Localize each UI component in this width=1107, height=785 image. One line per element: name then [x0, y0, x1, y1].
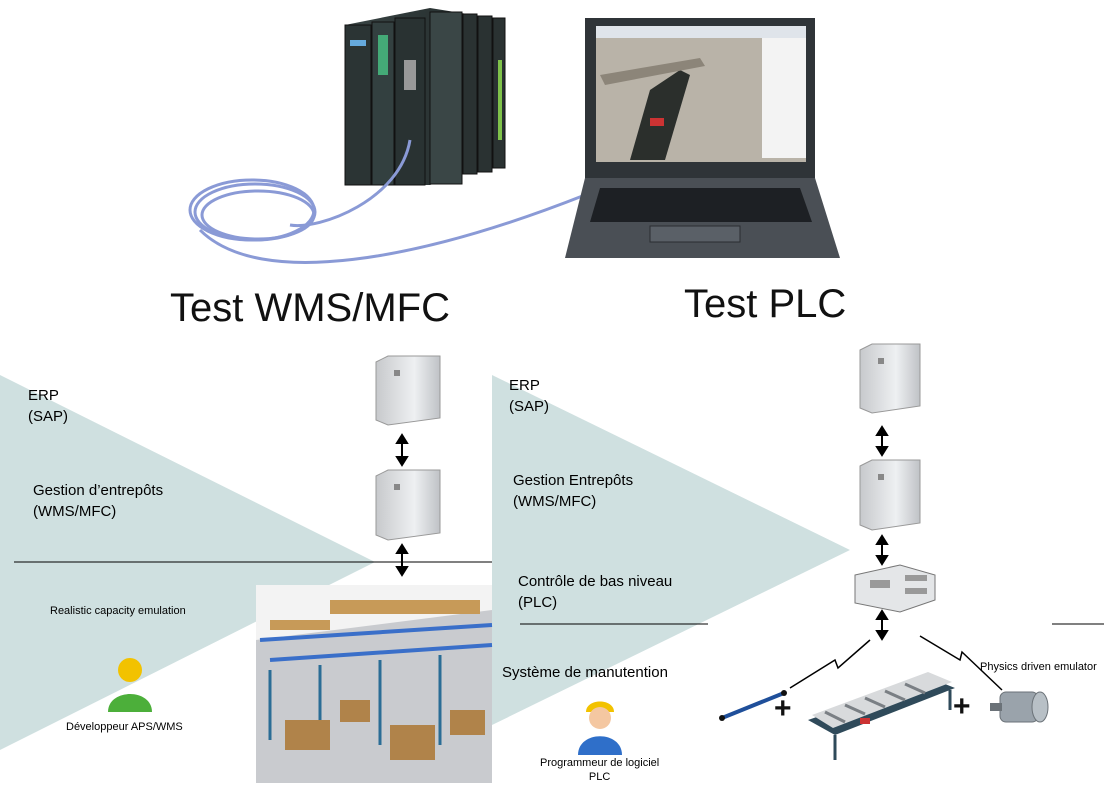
title-test-plc: Test PLC — [684, 282, 847, 326]
right-erp-line2: (SAP) — [509, 398, 550, 415]
left-erp-line2: (SAP) — [28, 408, 69, 425]
plus-sign-1: + — [774, 692, 792, 725]
left-wms-label: Gestion d’entrepôts (WMS/MFC) — [33, 480, 163, 522]
right-plc-line2: (PLC) — [518, 594, 558, 611]
right-user-line2: PLC — [588, 771, 611, 783]
right-erp-label: ERP (SAP) — [509, 375, 549, 417]
emulator-label: Physics driven emulator — [980, 661, 1097, 673]
left-wms-line2: (WMS/MFC) — [33, 503, 117, 520]
title-test-wms-mfc: Test WMS/MFC — [170, 286, 450, 330]
left-erp-label: ERP (SAP) — [28, 385, 68, 427]
handling-label: Système de manutention — [502, 664, 668, 681]
right-plc-label: Contrôle de bas niveau (PLC) — [518, 571, 672, 613]
right-wms-label: Gestion Entrepôts (WMS/MFC) — [513, 470, 633, 512]
left-user-label: Développeur APS/WMS — [66, 721, 183, 733]
right-wms-line2: (WMS/MFC) — [513, 493, 597, 510]
right-user-label: Programmeur de logiciel PLC — [540, 756, 659, 784]
right-plc-line1: Contrôle de bas niveau — [518, 573, 673, 590]
plus-sign-2: + — [953, 690, 971, 723]
right-erp-line1: ERP — [509, 377, 540, 394]
left-wms-line1: Gestion d’entrepôts — [33, 482, 164, 499]
right-user-line1: Programmeur de logiciel — [540, 757, 660, 769]
emulation-label: Realistic capacity emulation — [50, 605, 186, 617]
right-wms-line1: Gestion Entrepôts — [513, 472, 634, 489]
left-erp-line1: ERP — [28, 387, 59, 404]
